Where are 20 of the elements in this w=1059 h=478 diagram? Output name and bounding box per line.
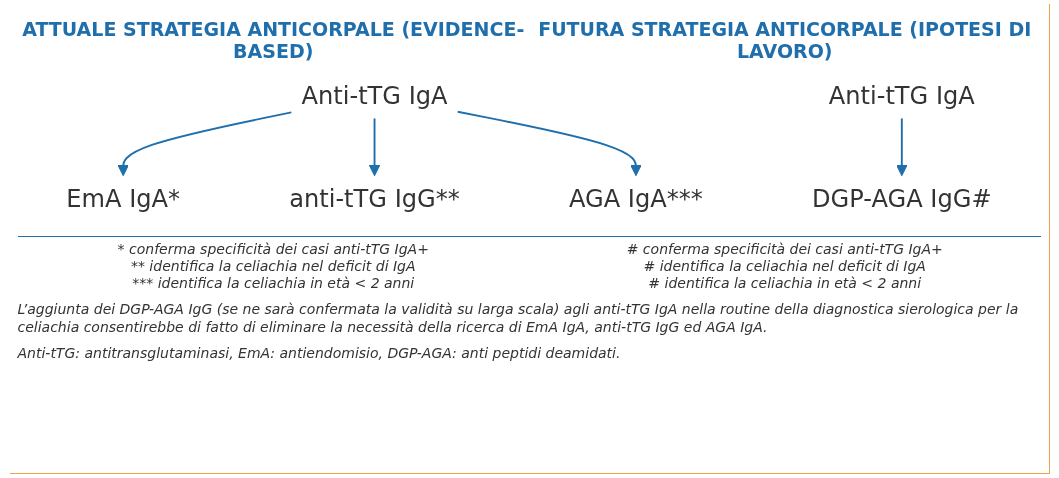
footnote: # conferma specificità dei casi anti-tTG IgA+ bbox=[625, 241, 944, 258]
footnote: # identifica la celiachia nel deficit di IgA bbox=[642, 258, 927, 275]
node-text: DGP-AGA IgG# bbox=[812, 184, 992, 213]
arrow bbox=[117, 111, 293, 177]
node-text: EmA IgA* bbox=[66, 184, 181, 213]
node-text: Anti-tTG IgA bbox=[301, 81, 448, 109]
node-text: AGA IgA*** bbox=[568, 184, 703, 213]
node-text: Anti-tTG IgA bbox=[828, 81, 975, 109]
column-heading: FUTURA STRATEGIA ANTICORPALE (IPOTESI DI LAVORO) bbox=[537, 18, 1033, 62]
node-text: anti-tTG IgG** bbox=[289, 184, 460, 213]
arrow bbox=[456, 110, 642, 177]
footnote: # identifica la celiachia in età < 2 anni bbox=[647, 275, 923, 292]
abbreviations-note: Anti-tTG: antitransglutaminasi, EmA: antiendomisio, DGP-AGA: anti peptidi deamidati. bbox=[17, 344, 622, 362]
footnote: * conferma specificità dei casi anti-tTG IgA+ bbox=[116, 241, 430, 258]
arrow bbox=[369, 117, 381, 177]
arrow bbox=[896, 117, 908, 177]
footnote: ** identifica la celiachia nel deficit di IgA bbox=[129, 258, 417, 275]
column-heading: ATTUALE STRATEGIA ANTICORPALE (EVIDENCE-BASED) bbox=[21, 18, 526, 62]
note-paragraph: L’aggiunta dei DGP-AGA IgG (se ne sarà confermata la validità su larga scala) agli anti-tTG IgA nella routine della diagnostica sierologica per la celiachia consentirebbe di fatto di eliminare la necessità della ricerca di EmA IgA, anti-tTG IgG ed AGA IgA. bbox=[17, 300, 1020, 336]
footnote: *** identifica la celiachia in età < 2 anni bbox=[131, 275, 416, 292]
